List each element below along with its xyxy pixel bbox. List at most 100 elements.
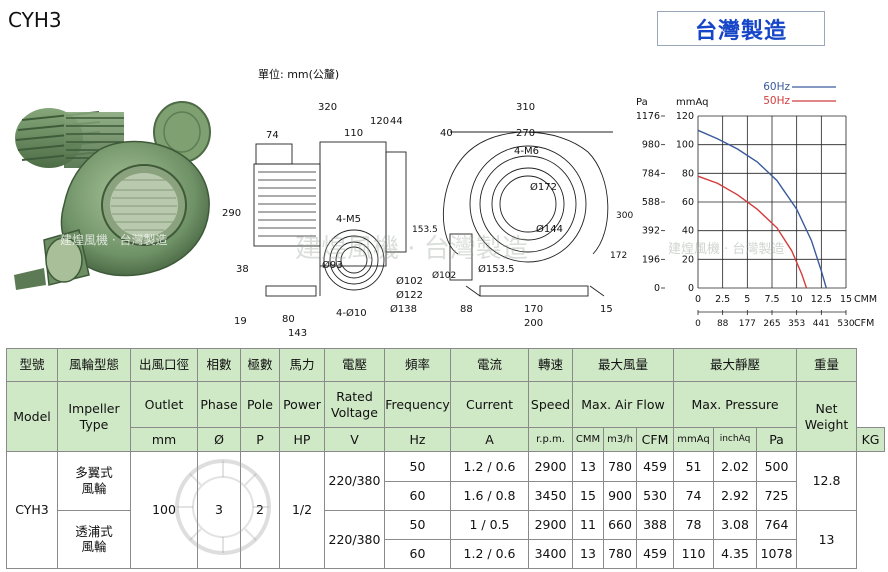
hdr-voltage-zh: 電壓 (324, 347, 385, 383)
dim-4m5: 4-M5 (336, 214, 361, 225)
cell-mmaq: 74 (673, 480, 715, 511)
cell-freq: 50 (384, 451, 451, 482)
pa-tick-label: 1176 (636, 111, 660, 122)
unit-note: 單位: mm(公釐) (258, 68, 340, 81)
cmm-tick-label: 2.5 (715, 294, 730, 305)
mmaq-tick-label: 20 (682, 254, 694, 265)
cell-current: 1.2 / 0.6 (450, 451, 529, 482)
dim-15: 15 (600, 304, 613, 315)
model-title: CYH3 (8, 8, 62, 32)
dim-phi102: Ø102 (396, 275, 423, 287)
hdr-power-en: Power (279, 381, 325, 429)
cell-m3h: 660 (603, 509, 637, 540)
dim-270: 270 (516, 128, 535, 139)
cell-cfm: 459 (635, 538, 675, 570)
pa-tick-label: 588 (642, 197, 660, 208)
dim-40: 40 (440, 128, 453, 139)
hdr-speed-zh: 轉速 (528, 347, 573, 383)
unit-pa: Pa (756, 427, 798, 453)
pa-tick-label: 784 (642, 168, 660, 179)
unit-hp: HP (279, 427, 325, 453)
unit-kg: KG (856, 427, 885, 453)
hdr-current-zh: 電流 (450, 347, 529, 383)
cmm-tick-label: 10 (791, 294, 803, 305)
cfm-tick-label: 530 (837, 319, 854, 329)
cmm-tick-label: 15 (840, 294, 852, 305)
cell-weight-2: 13 (796, 509, 858, 570)
table-row: CYH3 多翼式風輪 100 3 2 1/2 220/380 50 1.2 / … (6, 451, 885, 569)
cell-speed: 2900 (528, 509, 573, 540)
hdr-voltage-en: Rated Voltage (324, 381, 385, 429)
unit-mmaq: mmAq (673, 427, 715, 453)
cell-phase: 3 (197, 451, 241, 569)
made-in-taiwan-badge: 台灣製造 (657, 11, 825, 46)
dim-phi144: Ø144 (536, 223, 563, 235)
cell-cfm: 388 (635, 509, 675, 540)
cell-pa: 1078 (756, 538, 798, 570)
hdr-impeller-en: Impeller Type (57, 381, 131, 453)
hdr-pole-en: Pole (240, 381, 280, 429)
cfm-tick-label: 265 (763, 319, 780, 329)
cell-speed: 3400 (528, 538, 573, 570)
hdr-pressure-en: Max. Pressure (673, 381, 798, 429)
cell-mmaq: 78 (673, 509, 715, 540)
mmaq-tick-label: 40 (682, 226, 694, 237)
cell-current: 1.2 / 0.6 (450, 538, 529, 570)
unit-p: P (240, 427, 280, 453)
hdr-frequency-en: Frequency (384, 381, 451, 429)
hdr-airflow-en: Max. Air Flow (571, 381, 675, 429)
cmm-tick-label: 12.5 (811, 294, 832, 305)
header-row-zh: 型號 風輪型態 出風口徑 相數 極數 馬力 電壓 頻率 電流 轉速 最大風量 最… (6, 347, 885, 383)
dim-phi172: Ø172 (530, 181, 557, 193)
hdr-power-zh: 馬力 (279, 347, 325, 383)
dim-phi122: Ø122 (396, 289, 423, 301)
dim-200: 200 (524, 318, 543, 329)
cmm-tick-label: 0 (695, 294, 701, 305)
cell-cmm: 15 (572, 480, 604, 511)
cell-inchaq: 2.02 (713, 451, 758, 482)
cell-current: 1.6 / 0.8 (450, 480, 529, 511)
cell-voltage-2: 220/380 (324, 509, 385, 570)
pa-tick-label: 980 (642, 140, 660, 151)
cell-power: 1/2 (279, 451, 325, 569)
pa-tick-label: 392 (642, 226, 660, 237)
cell-cfm: 530 (635, 480, 675, 511)
hdr-current-en: Current (450, 381, 529, 429)
hdr-frequency-zh: 頻率 (384, 347, 451, 383)
dim-310: 310 (516, 102, 535, 113)
cfm-tick-label: 353 (788, 319, 805, 329)
table-row: 60 1.6 / 0.8 3450 15 900 530 74 2.92 725 (7, 480, 885, 511)
hdr-pressure-zh: 最大靜壓 (673, 347, 798, 383)
cell-speed: 3450 (528, 480, 573, 511)
dim-phi102-front: Ø102 (432, 270, 456, 281)
dim-120: 120 (370, 116, 389, 127)
legend-label-50hz: 50Hz (763, 95, 790, 107)
cell-inchaq: 2.92 (713, 480, 758, 511)
cell-outlet: 100 (130, 451, 198, 569)
series-line-50hz (697, 175, 808, 289)
y-pa-label: Pa (636, 97, 648, 108)
cell-pole: 2 (240, 451, 280, 569)
hdr-model-zh: 型號 (6, 347, 58, 383)
unit-cmm: CMM (572, 427, 604, 453)
cell-pa: 764 (756, 509, 798, 540)
cell-freq: 60 (384, 538, 451, 570)
cell-cmm: 13 (572, 451, 604, 482)
cell-current: 1 / 0.5 (450, 509, 529, 540)
hdr-phase-zh: 相數 (197, 347, 241, 383)
hdr-model-en: Model (6, 381, 58, 453)
unit-mm: mm (130, 427, 198, 453)
dim-88: 88 (460, 304, 473, 315)
hdr-outlet-en: Outlet (130, 381, 198, 429)
hdr-outlet-zh: 出風口徑 (130, 347, 198, 383)
cell-pa: 500 (756, 451, 798, 482)
table-row: 透浦式風輪 220/380 50 1 / 0.5 2900 11 660 388… (7, 509, 885, 570)
hdr-impeller-zh: 風輪型態 (57, 347, 131, 383)
cmm-tick-label: 5 (744, 294, 750, 305)
cell-mmaq: 51 (673, 451, 715, 482)
cell-m3h: 900 (603, 480, 637, 511)
cell-inchaq: 4.35 (713, 538, 758, 570)
cell-model: CYH3 (6, 451, 58, 569)
dim-4phi10: 4-Ø10 (336, 307, 367, 319)
